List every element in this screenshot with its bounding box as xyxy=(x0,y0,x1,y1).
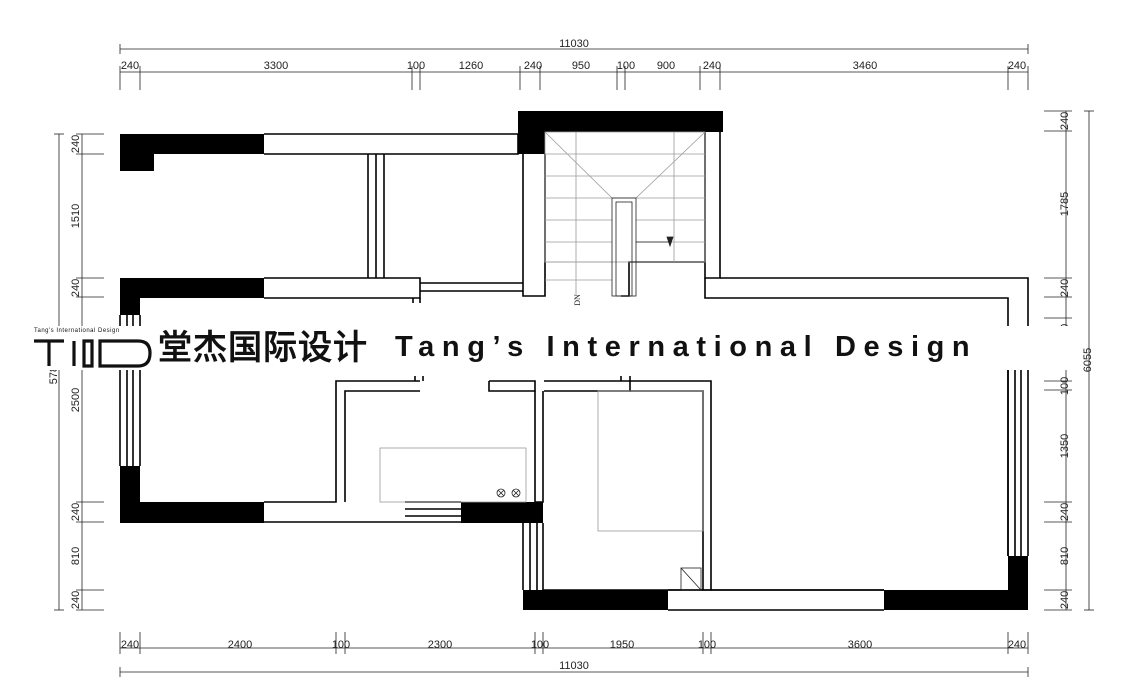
dim-left-4: 2500 xyxy=(70,388,82,412)
dim-top-7: 100 xyxy=(617,60,635,72)
dim-left-1: 240 xyxy=(70,135,82,153)
dim-right-2: 1785 xyxy=(1059,192,1071,216)
dim-top-2: 3300 xyxy=(264,60,288,72)
dim-right-5: 100 xyxy=(1059,377,1071,395)
solid-walls xyxy=(120,111,1028,610)
dim-right-1: 240 xyxy=(1059,112,1071,130)
dim-top-5: 240 xyxy=(524,60,542,72)
dim-bottom-9: 240 xyxy=(1008,639,1026,651)
dim-bottom-2: 2400 xyxy=(228,639,252,651)
dim-bottom-total: 11030 xyxy=(559,660,589,672)
wall-outlines xyxy=(119,132,1029,611)
bed-outline xyxy=(597,390,704,532)
dim-right-9: 240 xyxy=(1059,591,1071,609)
tid-logo xyxy=(34,339,152,368)
fixtures xyxy=(379,390,704,591)
brand-band xyxy=(30,326,1070,370)
dimension-lines xyxy=(54,44,1094,677)
dim-bottom-4: 2300 xyxy=(428,639,452,651)
dim-bottom-8: 3600 xyxy=(848,639,872,651)
dim-left-2: 1510 xyxy=(70,204,82,228)
dim-right-7: 240 xyxy=(1059,503,1071,521)
dimension-texts: 11030 240 3300 100 1260 240 950 100 900 … xyxy=(48,38,1094,672)
dim-right-8: 810 xyxy=(1059,547,1071,565)
dim-left-6: 810 xyxy=(70,547,82,565)
dim-right-3: 240 xyxy=(1059,279,1071,297)
dim-top-3: 100 xyxy=(407,60,425,72)
dim-right-6: 1350 xyxy=(1059,434,1071,458)
dim-top-11: 240 xyxy=(1008,60,1026,72)
dim-bottom-6: 1950 xyxy=(610,639,634,651)
dim-bottom-3: 100 xyxy=(332,639,350,651)
dim-top-10: 3460 xyxy=(853,60,877,72)
stove-burners-icon xyxy=(496,488,521,498)
dim-top-4: 1260 xyxy=(459,60,483,72)
dim-top-8: 900 xyxy=(657,60,675,72)
brand-small-caption: Tang's International Design xyxy=(34,328,120,334)
dim-bottom-5: 100 xyxy=(531,639,549,651)
dim-left-7: 240 xyxy=(70,591,82,609)
dim-bottom-1: 240 xyxy=(121,639,139,651)
dim-bottom-7: 100 xyxy=(698,639,716,651)
brand-name-en: Tang’s International Design xyxy=(395,331,978,363)
brand-name-cn: 堂杰国际设计 xyxy=(158,328,368,368)
dim-left-3: 240 xyxy=(70,279,82,297)
staircase xyxy=(544,131,706,297)
dim-top-total: 11030 xyxy=(559,38,589,50)
dim-left-5: 240 xyxy=(70,503,82,521)
dim-top-9: 240 xyxy=(703,60,721,72)
dim-right-total: 6055 xyxy=(1082,348,1094,372)
dim-top-6: 950 xyxy=(572,60,590,72)
wardrobe-box xyxy=(680,567,702,591)
dim-top-1: 240 xyxy=(121,60,139,72)
kitchen-counter xyxy=(379,447,527,503)
stair-direction-label: DN xyxy=(573,294,582,306)
